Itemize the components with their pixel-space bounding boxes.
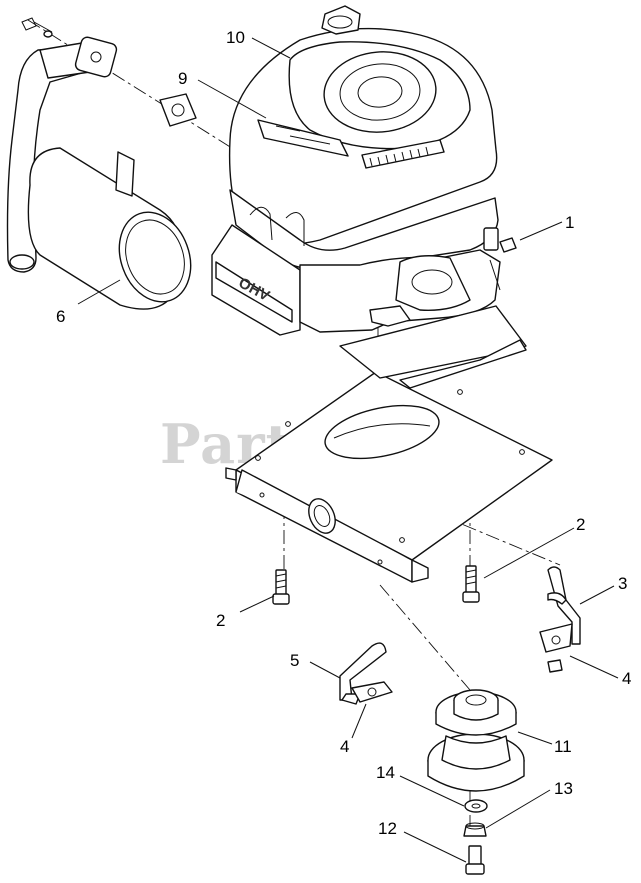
pulley (427, 689, 525, 792)
callout-12: 12 (378, 819, 397, 838)
clip-right (539, 623, 573, 673)
engine: OHV (211, 5, 517, 336)
engine-mount-plate (225, 305, 553, 583)
callout-9: 9 (178, 69, 187, 88)
exhaust-gasket (159, 93, 197, 127)
callout-5: 5 (290, 651, 299, 670)
bolt-left (272, 569, 290, 605)
clip-left (351, 681, 393, 703)
lock-nut (463, 822, 487, 837)
bolt-right (462, 565, 480, 603)
callout-2-right: 2 (576, 515, 585, 534)
callout-4-left: 4 (340, 737, 349, 756)
callout-1: 1 (565, 213, 574, 232)
callout-3: 3 (618, 574, 627, 593)
leader-lines (77, 37, 619, 863)
callout-4-right: 4 (622, 669, 631, 688)
callout-13: 13 (554, 779, 573, 798)
callout-14: 14 (376, 763, 395, 782)
pulley-bolt (465, 845, 485, 875)
callouts: 10 9 1 6 2 2 3 4 5 4 11 14 13 12 (56, 28, 631, 838)
callout-10: 10 (226, 28, 245, 47)
callout-11: 11 (554, 737, 572, 756)
callout-6: 6 (56, 307, 65, 326)
washer (464, 799, 488, 813)
callout-2-left: 2 (216, 611, 225, 630)
muffler (6, 17, 192, 310)
rod-left (339, 642, 387, 705)
